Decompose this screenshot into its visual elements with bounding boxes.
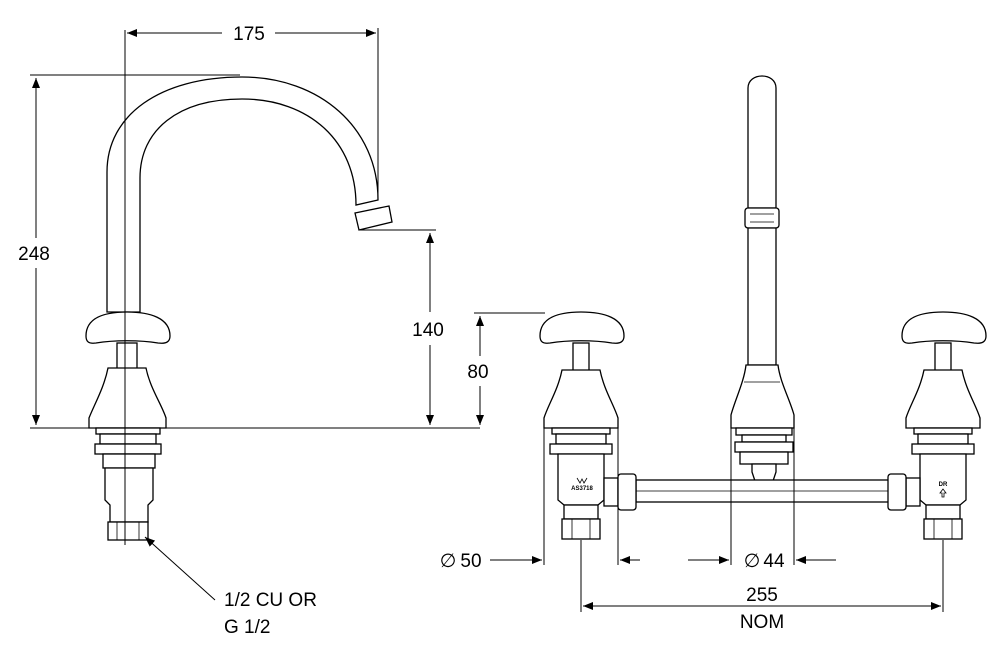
side-elevation-view xyxy=(85,76,393,541)
spout-front xyxy=(747,75,777,209)
dim-handle-height: 80 xyxy=(467,362,488,383)
side-dimensions: 175 248 140 1/2 CU OR G 1/2 xyxy=(18,24,480,638)
front-elevation-view: AS3718 DR xyxy=(539,75,987,540)
dim-tap-diameter-symbol: ∅ xyxy=(440,551,457,572)
handle-spindle xyxy=(116,342,138,372)
dim-centres: 255 xyxy=(746,585,778,606)
aerator xyxy=(354,205,393,231)
spout-gooseneck xyxy=(106,76,379,313)
tap-marking: DR xyxy=(939,482,948,488)
dim-spout-reach: 175 xyxy=(233,24,265,45)
dim-outlet-height: 140 xyxy=(412,320,444,341)
connection-note-line1: 1/2 CU OR xyxy=(224,590,317,611)
dim-tap-diameter: 50 xyxy=(460,551,481,572)
dim-centres-note: NOM xyxy=(740,612,784,633)
right-tap: DR xyxy=(887,311,987,540)
side-body xyxy=(88,367,167,429)
direction-arrow-icon xyxy=(939,488,947,498)
dim-overall-height: 248 xyxy=(18,244,50,265)
standard-marking: AS3718 xyxy=(571,486,593,492)
front-dimensions: 80 ∅ 50 ∅ 44 255 NOM xyxy=(440,312,944,633)
dim-spout-diameter: 44 xyxy=(763,551,785,572)
spout-base xyxy=(730,364,795,429)
left-tap: AS3718 xyxy=(539,311,637,540)
connection-note-line2: G 1/2 xyxy=(224,617,270,638)
side-handle xyxy=(85,311,171,344)
dim-spout-diameter-symbol: ∅ xyxy=(744,551,761,572)
